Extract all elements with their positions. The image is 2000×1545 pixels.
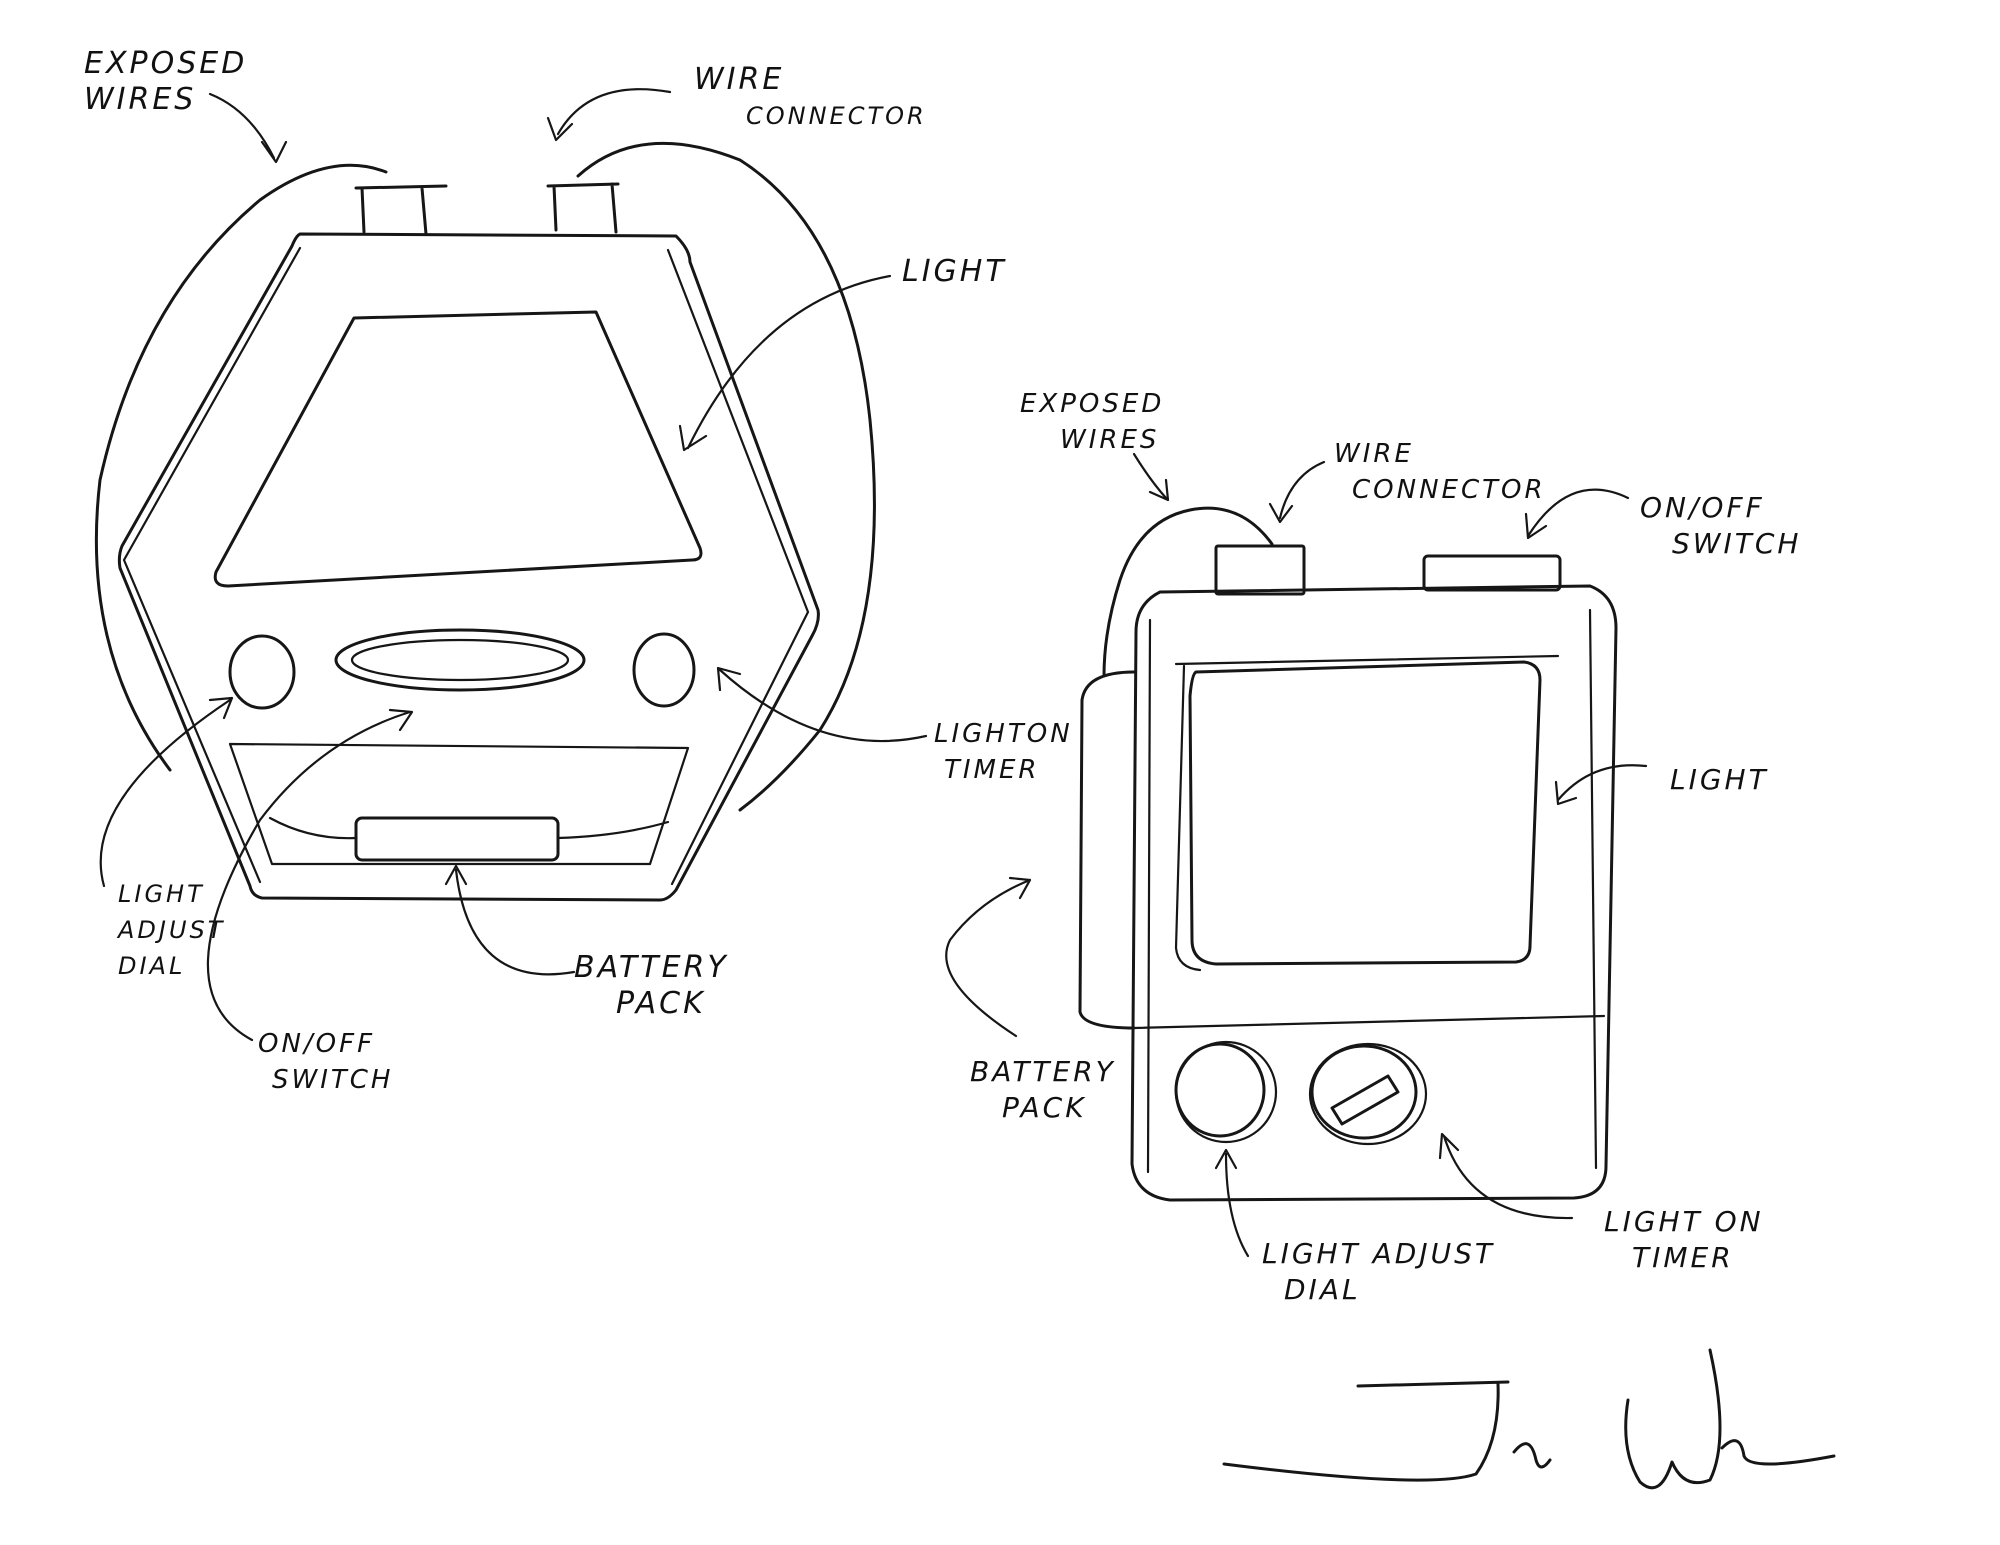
label-side-light-adjust-dial: LIGHT ADJUST DIAL: [1262, 1236, 1495, 1308]
label-side-on-off-switch: ON/OFF SWITCH: [1640, 490, 1801, 562]
label-side-light-on-timer: LIGHT ON TIMER: [1604, 1204, 1764, 1276]
label-front-wire-connector: WIRE CONNECTOR: [694, 62, 927, 134]
label-line: EXPOSED: [1020, 386, 1164, 422]
side-on-off-switch: [1424, 556, 1560, 590]
label-line: WIRES: [84, 82, 247, 118]
arrow-side-light: [1556, 765, 1646, 804]
label-line: LIGHTON: [934, 716, 1073, 752]
label-front-light: LIGHT: [902, 254, 1007, 290]
label-line: PACK: [616, 986, 729, 1022]
front-exposed-wires-stubs: [356, 186, 446, 234]
label-front-exposed-wires: EXPOSED WIRES: [84, 46, 247, 118]
label-line: TIMER: [944, 752, 1073, 788]
label-side-wire-connector: WIRE CONNECTOR: [1334, 436, 1546, 508]
front-on-off-switch-inner: [352, 640, 568, 680]
label-front-light-adjust-dial: LIGHT ADJUST DIAL: [118, 876, 225, 984]
side-wire-connector: [1216, 546, 1304, 594]
arrow-side-battery: [946, 878, 1030, 1036]
arrow-side-wire-connector: [1270, 462, 1324, 522]
label-line: CONNECTOR: [1352, 472, 1546, 508]
side-view-device: [1080, 508, 1616, 1200]
label-line: DIAL: [1284, 1272, 1495, 1308]
label-line: LIGHT: [902, 254, 1007, 290]
arrow-side-exposed-wires: [1134, 454, 1168, 500]
label-line: SWITCH: [272, 1062, 393, 1098]
label-line: SWITCH: [1672, 526, 1801, 562]
front-battery-recess: [230, 744, 688, 864]
label-line: ON/OFF: [258, 1026, 393, 1062]
arrow-front-battery: [446, 866, 574, 974]
front-light-window: [215, 312, 701, 586]
label-line: PACK: [1002, 1090, 1116, 1126]
label-side-battery-pack: BATTERY PACK: [970, 1054, 1116, 1126]
side-timer-slot: [1332, 1076, 1398, 1124]
front-battery-arc: [270, 818, 668, 838]
label-line: LIGHT: [1670, 762, 1769, 798]
side-battery-pack: [1080, 672, 1134, 1028]
side-light-adjust-dial-rim: [1176, 1042, 1276, 1142]
arrow-front-wire-connector: [548, 89, 670, 140]
front-view-device: [96, 143, 874, 900]
label-line: LIGHT ADJUST: [1262, 1236, 1495, 1272]
label-line: TIMER: [1632, 1240, 1764, 1276]
side-light-frame: [1176, 656, 1558, 970]
label-line: WIRE: [694, 62, 927, 98]
label-line: CONNECTOR: [746, 98, 927, 134]
label-front-battery-pack: BATTERY PACK: [574, 950, 729, 1022]
side-light-on-timer-dial: [1312, 1046, 1416, 1138]
label-line: DIAL: [118, 948, 225, 984]
arrow-front-on-off: [208, 710, 412, 1040]
front-cable-loop: [96, 143, 874, 810]
side-body-inner: [1148, 610, 1596, 1172]
front-light-adjust-dial: [230, 636, 294, 708]
side-light-window: [1190, 662, 1540, 964]
label-line: ADJUST: [118, 912, 225, 948]
front-body-inner-right: [668, 250, 808, 884]
arrow-side-light-on-timer: [1440, 1134, 1572, 1218]
label-line: WIRE: [1334, 436, 1546, 472]
label-line: BATTERY: [970, 1054, 1116, 1090]
label-line: LIGHT ON: [1604, 1204, 1764, 1240]
label-line: BATTERY: [574, 950, 729, 986]
label-line: ON/OFF: [1640, 490, 1801, 526]
side-light-on-timer-rim: [1310, 1044, 1426, 1144]
front-wire-connector: [548, 184, 618, 232]
label-side-exposed-wires: EXPOSED WIRES: [1020, 386, 1164, 458]
arrow-side-light-adjust: [1216, 1150, 1248, 1256]
label-line: EXPOSED: [84, 46, 247, 82]
side-body-outline: [1132, 586, 1616, 1200]
front-battery-pack: [356, 818, 558, 860]
front-light-on-timer: [634, 634, 694, 706]
side-view-arrows: [946, 454, 1646, 1256]
label-front-on-off-switch: ON/OFF SWITCH: [258, 1026, 393, 1098]
signature: [1224, 1350, 1834, 1488]
front-body-inner-left: [124, 248, 300, 882]
label-line: LIGHT: [118, 876, 225, 912]
label-side-light: LIGHT: [1670, 762, 1769, 798]
side-lower-divider: [1134, 1016, 1604, 1028]
label-front-light-on-timer: LIGHTON TIMER: [934, 716, 1073, 788]
signature-stroke: [1224, 1350, 1834, 1488]
label-line: WIRES: [1060, 422, 1164, 458]
